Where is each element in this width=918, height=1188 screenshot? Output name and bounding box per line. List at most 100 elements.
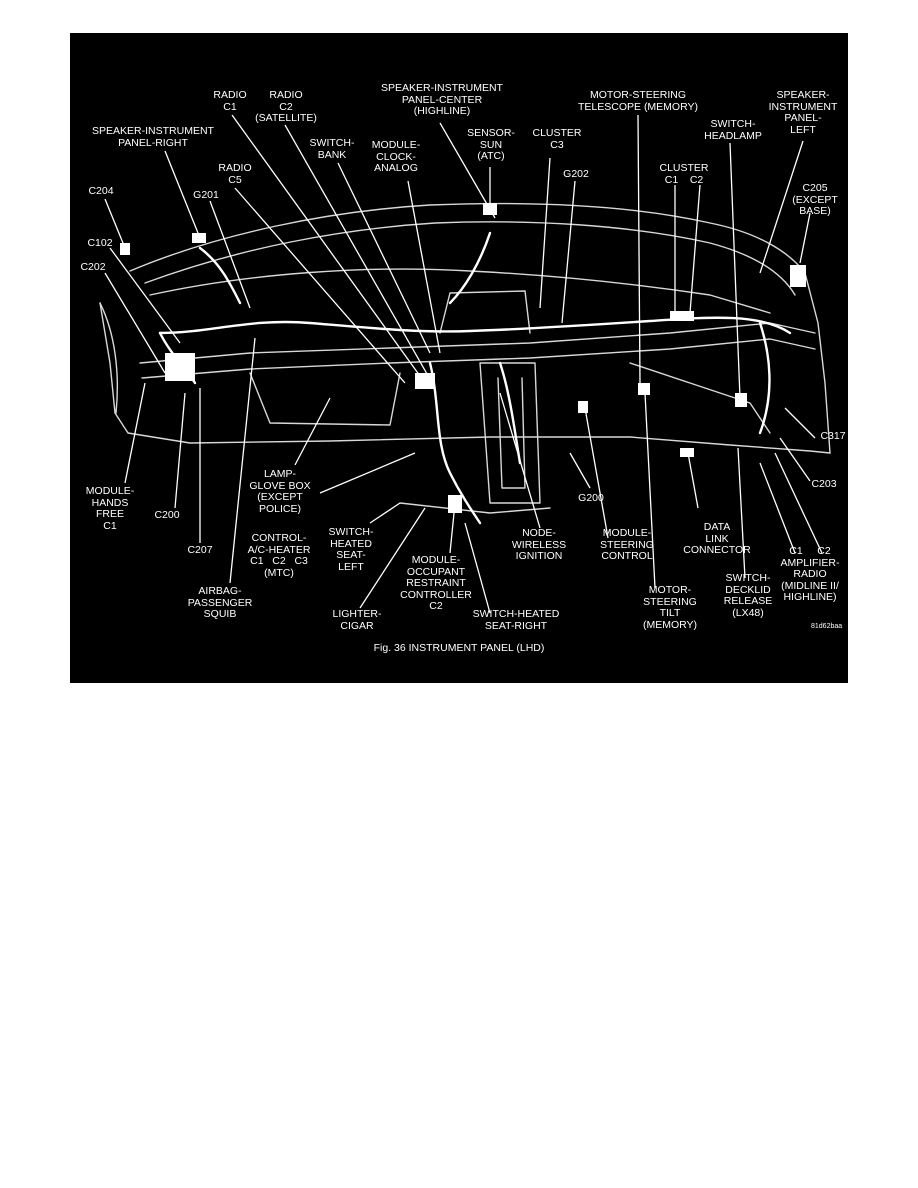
leader-node-wireless xyxy=(499,392,541,529)
cross-beam xyxy=(139,322,816,364)
label-g201: G201 xyxy=(193,189,219,201)
leader-switch-headlamp xyxy=(729,142,741,399)
harness-stack xyxy=(498,361,522,465)
leader-heated-right xyxy=(464,522,491,614)
leader-motor-telescope xyxy=(637,114,641,384)
label-module-steering-control: MODULE- STEERING CONTROL xyxy=(600,527,654,562)
dash-top-edge-inner xyxy=(144,221,796,296)
dash-cover xyxy=(149,268,771,314)
label-motor-telescope: MOTOR-STEERING TELESCOPE (MEMORY) xyxy=(578,89,698,113)
label-data-link-connector: DATA LINK CONNECTOR xyxy=(683,521,751,556)
leader-speaker-ip-center xyxy=(439,122,496,219)
dash-top-edge xyxy=(129,202,806,274)
label-c207: C207 xyxy=(187,544,213,556)
label-switch-heated-seat-left: SWITCH- HEATED SEAT- LEFT xyxy=(328,526,374,573)
glove-box xyxy=(249,372,401,426)
center-stack xyxy=(479,362,541,504)
label-switch-bank: SWITCH- BANK xyxy=(309,137,355,161)
leader-g201 xyxy=(209,200,251,309)
body-outline-right xyxy=(804,272,831,454)
label-c205: C205 (EXCEPT BASE) xyxy=(792,182,838,217)
label-c203: C203 xyxy=(811,478,837,490)
label-switch-decklid-release: SWITCH- DECKLID RELEASE (LX48) xyxy=(723,572,773,619)
label-control-ac-heater: CONTROL- A/C-HEATER C1 C2 C3 (MTC) xyxy=(247,532,311,579)
connector-headlamp xyxy=(735,393,747,407)
leader-speaker-ip-right xyxy=(164,150,201,239)
steering-column xyxy=(629,362,771,434)
leader-cluster-c2 xyxy=(689,184,701,314)
floor-console xyxy=(399,502,551,514)
label-radio-c5: RADIO C5 xyxy=(218,162,252,186)
leader-c203 xyxy=(779,437,811,482)
label-cluster-c3: CLUSTER C3 xyxy=(532,127,582,151)
harness-left xyxy=(758,321,771,435)
leader-c204 xyxy=(104,198,126,249)
harness-upper-center xyxy=(448,231,492,305)
figure-caption: Fig. 36 INSTRUMENT PANEL (LHD) xyxy=(373,642,545,654)
label-lighter-cigar: LIGHTER- CIGAR xyxy=(332,608,382,632)
leader-data-link xyxy=(687,452,699,509)
instrument-panel-drawing xyxy=(99,114,831,614)
label-g200: G200 xyxy=(578,492,604,504)
label-c317: C317 xyxy=(820,430,846,442)
label-cluster-c1-c2: CLUSTER C1 C2 xyxy=(659,162,709,186)
leader-amp-c2 xyxy=(774,452,823,554)
label-node-wireless-ignition: NODE- WIRELESS IGNITION xyxy=(511,527,567,562)
connector-occupant xyxy=(448,495,462,513)
connector-speaker-ip-right xyxy=(192,233,206,243)
label-amplifier-radio: C1 C2 AMPLIFIER- RADIO (MIDLINE II/ HIGH… xyxy=(780,545,840,603)
label-sensor-sun: SENSOR- SUN (ATC) xyxy=(467,127,515,162)
connector-tilt xyxy=(638,383,650,395)
leader-hands-free xyxy=(124,382,146,484)
leader-decklid xyxy=(737,447,746,579)
label-switch-heated-seat-right: SWITCH-HEATED SEAT-RIGHT xyxy=(472,608,560,632)
label-radio-c2: RADIO C2 (SATELLITE) xyxy=(255,89,317,124)
leader-module-steering xyxy=(584,407,609,539)
label-switch-headlamp: SWITCH- HEADLAMP xyxy=(704,118,762,142)
leader-control-ac xyxy=(319,452,416,494)
leader-lamp-glove xyxy=(294,397,331,466)
leader-amp-c1 xyxy=(759,462,796,554)
label-module-clock: MODULE- CLOCK- ANALOG xyxy=(371,139,421,174)
leader-lighter xyxy=(359,507,426,609)
harness-main xyxy=(158,316,792,335)
leader-radio-c1 xyxy=(231,114,426,384)
label-lamp-glove-box: LAMP- GLOVE BOX (EXCEPT POLICE) xyxy=(249,468,311,515)
label-g202: G202 xyxy=(563,168,589,180)
label-airbag-passenger-squib: AIRBAG- PASSENGER SQUIB xyxy=(187,585,253,620)
leader-c205 xyxy=(799,212,811,264)
connector-c205 xyxy=(790,265,806,287)
left-end-cap xyxy=(99,302,118,414)
leader-switch-bank xyxy=(337,162,431,354)
leader-c317 xyxy=(784,407,816,439)
leader-motor-tilt xyxy=(644,392,656,589)
leader-c202 xyxy=(104,272,166,374)
label-module-occupant-restraint: MODULE- OCCUPANT RESTRAINT CONTROLLER C2 xyxy=(400,554,472,612)
harness-upper xyxy=(198,246,242,305)
label-speaker-ip-right: SPEAKER-INSTRUMENT PANEL-RIGHT xyxy=(92,125,214,149)
connector-c204 xyxy=(120,243,130,255)
body-outline xyxy=(99,302,831,454)
center-stack-inner xyxy=(497,377,526,489)
label-speaker-ip-center: SPEAKER-INSTRUMENT PANEL-CENTER (HIGHLIN… xyxy=(381,82,503,117)
leader-radio-c5 xyxy=(234,187,406,384)
leader-heated-left xyxy=(369,502,401,524)
connector-radio xyxy=(415,373,435,389)
leader-radio-c2 xyxy=(284,124,436,389)
center-duct xyxy=(439,290,531,334)
leader-speaker-ip-left xyxy=(759,140,804,274)
harness-center-down xyxy=(428,361,482,525)
cross-beam-lower xyxy=(141,338,816,379)
leader-c102 xyxy=(109,247,181,344)
label-c200: C200 xyxy=(154,509,180,521)
leader-module-clock xyxy=(407,180,441,354)
label-module-hands-free: MODULE- HANDS FREE C1 xyxy=(85,485,135,532)
connector-cluster xyxy=(670,311,694,321)
label-radio-c1: RADIO C1 xyxy=(213,89,247,113)
leader-c200 xyxy=(174,392,186,509)
leader-g202 xyxy=(561,180,576,324)
connector-hands-free xyxy=(165,353,195,381)
connector-data-link xyxy=(680,448,694,457)
label-c102: C102 xyxy=(87,237,113,249)
label-c204: C204 xyxy=(88,185,114,197)
